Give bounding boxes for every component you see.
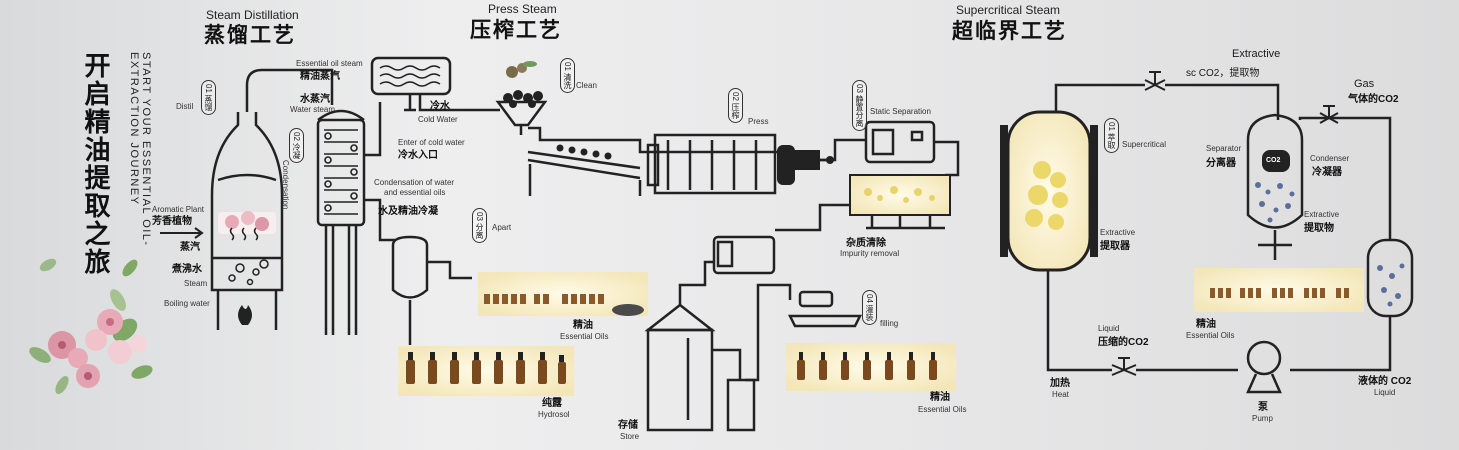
label-hydrosol-zh: 纯露 [542, 398, 562, 409]
separator-bubbles [1255, 150, 1295, 223]
steam-distillation-diagram [210, 56, 472, 345]
label-steam-en: Steam [184, 279, 208, 288]
step-filling-badge: 04 灌装 [862, 290, 877, 326]
label-co2-badge: CO2 [1266, 157, 1281, 164]
step-clean-badge: 01 清洗 [560, 58, 575, 94]
steam-title-en: Steam Distillation [206, 8, 299, 22]
label-enter-cold-en: Enter of cold water [398, 138, 465, 147]
small-bottles-3 [1210, 288, 1349, 298]
step-apart-badge: 03 分离 [472, 208, 487, 244]
label-liquid-en: Liquid [1098, 324, 1120, 333]
extractor-vessel [1000, 110, 1098, 272]
label-sc-co2: sc CO2，提取物 [1186, 68, 1260, 79]
label-pump-en: Pump [1252, 414, 1273, 423]
step-press-badge: 02 压榨 [728, 88, 743, 124]
label-extractor-en: Extractive [1100, 228, 1136, 237]
label-aromatic-en: Aromatic Plant [152, 205, 205, 214]
label-hydrosol-en: Hydrosol [538, 410, 570, 419]
label-extractive-top: Extractive [1232, 48, 1281, 60]
label-heat-zh: 加热 [1050, 378, 1070, 389]
label-enter-cold-zh: 冷水入口 [398, 150, 438, 161]
valves [1111, 71, 1339, 376]
step-extract-badge: 01 萃取 [1104, 118, 1119, 154]
label-steam-zh: 蒸汽 [180, 242, 200, 253]
label-apart-en: Apart [492, 223, 512, 232]
press-title-en: Press Steam [488, 2, 557, 16]
label-eo-steam-en: Essential oil steam [296, 59, 363, 68]
label-gas-en: Gas [1354, 78, 1375, 90]
label-heat-en: Heat [1052, 390, 1069, 399]
label-gas-zh: 气体的CO2 [1348, 94, 1399, 105]
hero-title-zh: 开启精油提取之旅 [81, 52, 111, 276]
label-clean-en: Clean [576, 81, 597, 90]
label-liq-co2-zh: 液体的 CO2 [1358, 376, 1412, 387]
label-distil: Distil [176, 102, 194, 111]
label-cond-mix-zh: 水及精油冷凝 [378, 206, 438, 217]
label-water-steam-zh: 水蒸汽 [300, 94, 330, 105]
label-static-en: Static Separation [870, 107, 931, 116]
label-eo2-zh: 精油 [930, 392, 950, 403]
label-eo-steam-zh: 精油蒸汽 [300, 71, 340, 82]
label-cold-water-zh: 冷水 [430, 101, 450, 112]
label-cold-water-en: Cold Water [418, 115, 458, 124]
label-condenser-zh: 冷凝器 [1312, 167, 1342, 178]
label-pump-zh: 泵 [1258, 402, 1268, 413]
label-store-en: Store [620, 432, 640, 441]
label-impurity-zh: 杂质清除 [846, 238, 886, 249]
steam-title-zh: 蒸馏工艺 [204, 24, 296, 47]
hydrosol-shelf [398, 346, 574, 396]
flower-decoration [29, 258, 153, 395]
oil-dish [612, 304, 644, 316]
label-aromatic-zh: 芳香植物 [152, 216, 192, 227]
label-store-zh: 存储 [618, 420, 638, 431]
label-liq-co2-en: Liquid [1374, 388, 1396, 397]
step-condense-badge: 02 冷凝 [289, 128, 304, 164]
label-eo1-en: Essential Oils [560, 332, 609, 341]
hydrosol-bottles [406, 352, 566, 384]
step-distil-badge: 01 蒸馏 [201, 80, 216, 116]
label-separator-zh: 分离器 [1206, 158, 1236, 169]
label-liquid-zh: 压缩的CO2 [1098, 337, 1149, 348]
label-boil-en: Boiling water [164, 299, 210, 308]
water-waves [379, 65, 441, 87]
label-cond-mix-en1: Condensation of water [374, 178, 455, 187]
label-extractive2-en: Extractive [1304, 210, 1340, 219]
label-extractive2-zh: 提取物 [1304, 223, 1334, 234]
press-title-zh: 压榨工艺 [470, 19, 562, 42]
label-water-steam-en: Water steam [290, 105, 336, 114]
label-eo3-en: Essential Oils [1186, 331, 1235, 340]
condenser-coil [324, 129, 358, 215]
label-cond-mix-en2: and essential oils [384, 188, 446, 197]
impurity-box [849, 174, 951, 216]
label-condensation: Condensation [281, 160, 290, 210]
press-gear-and-beans [503, 90, 834, 185]
press-diagram [418, 94, 960, 432]
label-press-en: Press [748, 117, 769, 126]
fruit-icon [506, 61, 537, 78]
label-eo3-zh: 精油 [1196, 319, 1216, 330]
label-condenser-en: Condenser [1310, 154, 1350, 163]
step-static-badge: 03 静置分离 [852, 80, 867, 132]
label-eo1-zh: 精油 [573, 320, 593, 331]
still-contents [218, 211, 276, 325]
impurity-flowers [864, 186, 935, 203]
label-supercritical-en: Supercritical [1122, 140, 1167, 149]
supercritical-diagram [1046, 83, 1414, 394]
supercritical-title-zh: 超临界工艺 [952, 20, 1067, 43]
label-boil-zh: 煮沸水 [172, 264, 202, 275]
plant-arrow [160, 227, 204, 239]
small-bottles-1 [484, 294, 604, 304]
label-impurity-en: Impurity removal [840, 249, 900, 258]
label-extractor-zh: 提取器 [1100, 241, 1130, 252]
label-separator-en: Separator [1206, 144, 1242, 153]
essential-oil-bottles-2 [797, 352, 937, 380]
liquid-tank-bubbles [1377, 263, 1405, 307]
hero-title-en: START YOUR ESSENTIAL OIL-EXTRACTION JOUR… [128, 52, 152, 247]
supercritical-title-en: Supercritical Steam [956, 3, 1061, 17]
label-eo2-en: Essential Oils [918, 405, 967, 414]
label-filling-en: filling [880, 319, 899, 328]
